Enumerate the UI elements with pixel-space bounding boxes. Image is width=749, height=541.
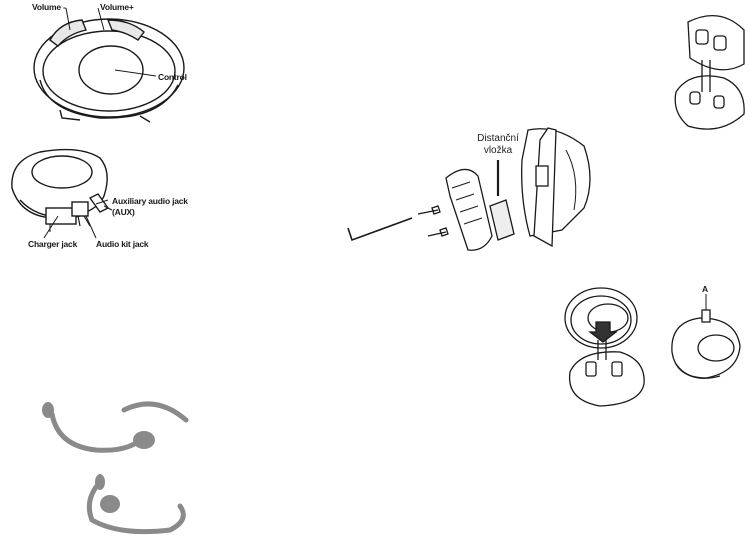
volume-minus-button-shape bbox=[49, 19, 87, 47]
boom-headset-2 bbox=[86, 474, 186, 535]
mount-exploded-view bbox=[347, 127, 591, 251]
marker-a-label: A bbox=[702, 284, 708, 294]
spacer-label-line1: Distanční bbox=[477, 133, 519, 144]
volume-plus-label: Volume+ bbox=[100, 2, 134, 12]
audio-kit-jack-label: Audio kit jack bbox=[96, 239, 149, 249]
aux-jack-label-line2: (AUX) bbox=[112, 207, 135, 217]
unit-side-view bbox=[11, 148, 113, 239]
arrow-down-icon bbox=[588, 321, 618, 343]
unit-top-view bbox=[33, 7, 185, 123]
charger-jack-label: Charger jack bbox=[28, 239, 78, 249]
volume-minus-label: Volume - bbox=[32, 2, 66, 12]
spacer-label-line2: vložka bbox=[483, 145, 513, 156]
control-label: Control bbox=[158, 72, 187, 82]
aux-jack-label-line1: Auxiliary audio jack bbox=[112, 196, 188, 206]
control-button-shape bbox=[78, 45, 144, 95]
unit-marker-a-view bbox=[671, 294, 741, 379]
volume-plus-button-shape bbox=[106, 19, 145, 41]
boom-headset-1 bbox=[42, 401, 189, 453]
clip-insertion-view bbox=[564, 287, 645, 407]
clip-detail-top bbox=[674, 15, 745, 130]
